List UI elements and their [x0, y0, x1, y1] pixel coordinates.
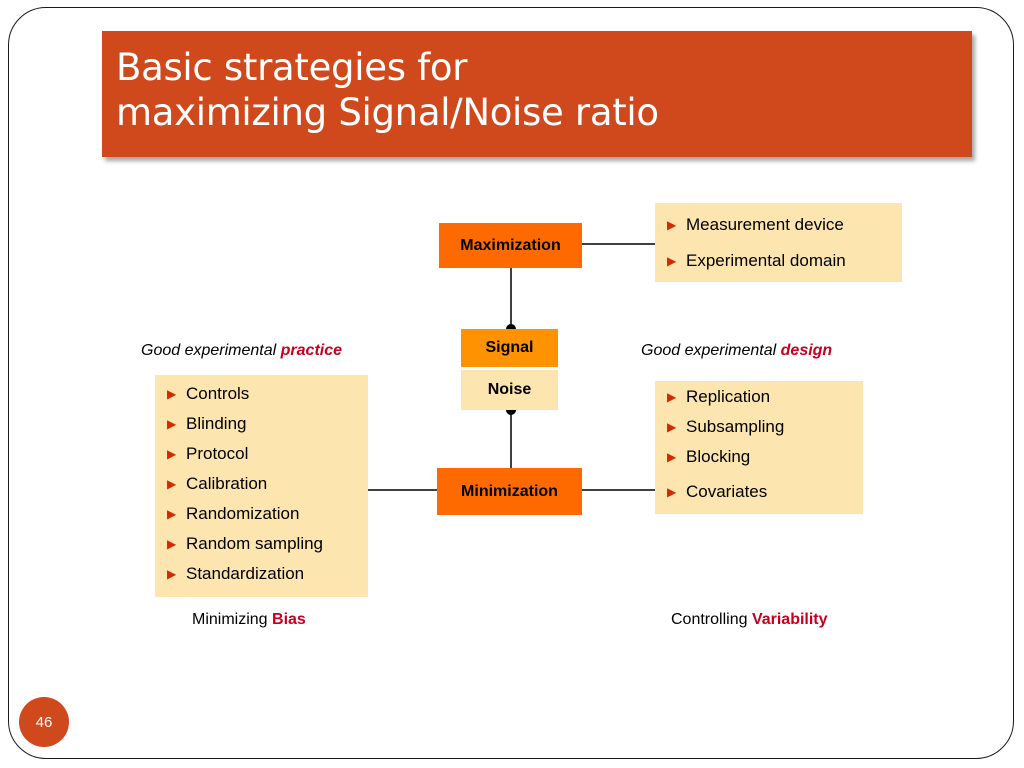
title-line-2: maximizing Signal/Noise ratio	[116, 91, 659, 134]
bias-caption-emphasis: Bias	[272, 611, 306, 628]
signal-box: Signal	[461, 329, 558, 367]
practice-heading: Good experimental practice	[141, 342, 342, 360]
list-item: ▶ Calibration	[167, 474, 267, 494]
bullet-icon: ▶	[667, 420, 677, 434]
design-list: ▶ Replication ▶ Subsampling ▶ Blocking ▶…	[655, 381, 863, 514]
noise-box: Noise	[461, 370, 558, 410]
list-item-label: Standardization	[186, 564, 305, 583]
list-item: ▶ Experimental domain	[667, 251, 846, 271]
bullet-icon: ▶	[167, 567, 177, 581]
list-item: ▶ Subsampling	[667, 417, 784, 437]
bias-caption: Minimizing Bias	[192, 611, 306, 629]
list-item-label: Blocking	[686, 447, 751, 466]
bullet-icon: ▶	[667, 485, 677, 499]
list-item: ▶ Random sampling	[167, 534, 323, 554]
variability-caption: Controlling Variability	[671, 611, 828, 629]
list-item-label: Controls	[186, 384, 250, 403]
bullet-icon: ▶	[167, 507, 177, 521]
practice-heading-emphasis: practice	[280, 342, 343, 359]
list-item-label: Subsampling	[686, 417, 785, 436]
list-item: ▶ Randomization	[167, 504, 299, 524]
practice-list: ▶ Controls ▶ Blinding ▶ Protocol ▶ Calib…	[155, 375, 368, 597]
bullet-icon: ▶	[667, 390, 677, 404]
list-item-label: Measurement device	[686, 215, 844, 234]
list-item-label: Experimental domain	[686, 251, 846, 270]
bullet-icon: ▶	[667, 218, 677, 232]
bullet-icon: ▶	[167, 447, 177, 461]
title-line-1: Basic strategies for	[116, 46, 468, 89]
list-item: ▶ Blocking	[667, 447, 750, 467]
page-number-badge: 46	[19, 697, 69, 747]
list-item-label: Covariates	[686, 482, 768, 501]
list-item-label: Random sampling	[186, 534, 324, 553]
minimization-box: Minimization	[437, 468, 582, 515]
list-item-label: Protocol	[186, 444, 249, 463]
list-item-label: Calibration	[186, 474, 268, 493]
list-item: ▶ Blinding	[167, 414, 247, 434]
list-item-label: Randomization	[186, 504, 300, 523]
title-bar: Basic strategies for maximizing Signal/N…	[102, 31, 972, 157]
list-item: ▶ Protocol	[167, 444, 248, 464]
bullet-icon: ▶	[167, 537, 177, 551]
variability-caption-prefix: Controlling	[671, 611, 752, 628]
bullet-icon: ▶	[667, 254, 677, 268]
design-heading-prefix: Good experimental	[641, 342, 781, 359]
list-item-label: Blinding	[186, 414, 247, 433]
design-heading: Good experimental design	[641, 342, 832, 360]
list-item: ▶ Controls	[167, 384, 249, 404]
bullet-icon: ▶	[667, 450, 677, 464]
bias-caption-prefix: Minimizing	[192, 611, 273, 628]
variability-caption-emphasis: Variability	[751, 611, 828, 628]
bullet-icon: ▶	[167, 477, 177, 491]
maximization-box: Maximization	[439, 223, 582, 268]
list-item-label: Replication	[686, 387, 771, 406]
bullet-icon: ▶	[167, 417, 177, 431]
list-item: ▶ Replication	[667, 387, 770, 407]
list-item: ▶ Standardization	[167, 564, 304, 584]
maximization-list: ▶ Measurement device ▶ Experimental doma…	[655, 203, 902, 282]
design-heading-emphasis: design	[780, 342, 833, 359]
bullet-icon: ▶	[167, 387, 177, 401]
list-item: ▶ Measurement device	[667, 215, 844, 235]
list-item: ▶ Covariates	[667, 482, 767, 502]
practice-heading-prefix: Good experimental	[141, 342, 281, 359]
